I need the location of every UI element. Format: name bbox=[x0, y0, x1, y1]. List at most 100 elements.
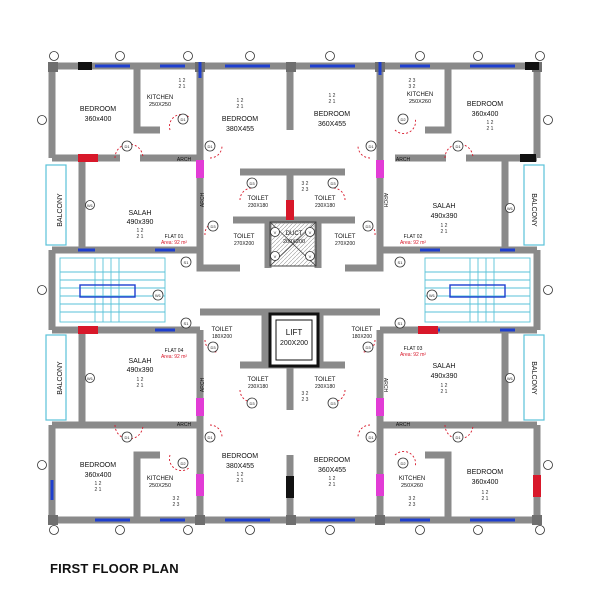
lift-label: LIFT bbox=[286, 328, 303, 337]
room-name: BEDROOM bbox=[314, 111, 350, 118]
svg-text:2 1: 2 1 bbox=[237, 104, 244, 110]
room-size: 360x400 bbox=[472, 111, 499, 118]
flat-label: FLAT 01 bbox=[165, 234, 184, 240]
svg-text:D3: D3 bbox=[365, 345, 371, 350]
room-size: 380X455 bbox=[226, 126, 254, 133]
svg-text:V: V bbox=[274, 254, 277, 259]
stairs-right bbox=[424, 257, 531, 323]
svg-text:1 2: 1 2 bbox=[95, 481, 102, 487]
duct-label: DUCT bbox=[286, 231, 303, 237]
room-name: BEDROOM bbox=[314, 457, 350, 464]
room-size: 270X200 bbox=[234, 241, 254, 247]
balcony-label: BALCONY bbox=[530, 361, 537, 395]
room-size: 180X200 bbox=[212, 334, 232, 340]
svg-text:D1: D1 bbox=[368, 435, 374, 440]
svg-text:D3: D3 bbox=[249, 401, 255, 406]
svg-text:2 1: 2 1 bbox=[329, 482, 336, 488]
svg-text:V: V bbox=[309, 230, 312, 235]
svg-text:V: V bbox=[309, 254, 312, 259]
svg-text:1 2: 1 2 bbox=[441, 223, 448, 229]
flat-label: FLAT 02 bbox=[404, 234, 423, 240]
svg-text:1 2: 1 2 bbox=[137, 377, 144, 383]
svg-text:D2: D2 bbox=[400, 461, 406, 466]
walls bbox=[48, 62, 541, 524]
arch-label: ARCH bbox=[200, 378, 206, 393]
svg-text:1 2: 1 2 bbox=[237, 472, 244, 478]
arch-label: ARCH bbox=[177, 422, 192, 428]
svg-text:1 2: 1 2 bbox=[237, 98, 244, 104]
svg-text:D3: D3 bbox=[249, 181, 255, 186]
room-size: 360x400 bbox=[85, 116, 112, 123]
room-size: 490x390 bbox=[127, 219, 154, 226]
svg-text:W1: W1 bbox=[507, 206, 514, 211]
room-name: BEDROOM bbox=[222, 453, 258, 460]
svg-text:D3: D3 bbox=[365, 224, 371, 229]
room-size: 180X200 bbox=[352, 334, 372, 340]
svg-text:1 2: 1 2 bbox=[487, 120, 494, 126]
svg-text:D1: D1 bbox=[455, 144, 461, 149]
svg-text:W1: W1 bbox=[429, 293, 436, 298]
svg-text:2 1: 2 1 bbox=[441, 229, 448, 235]
svg-text:1 2: 1 2 bbox=[179, 78, 186, 84]
svg-text:D3: D3 bbox=[330, 401, 336, 406]
svg-text:2 1: 2 1 bbox=[137, 234, 144, 240]
svg-text:3 2: 3 2 bbox=[409, 84, 416, 90]
svg-text:D3: D3 bbox=[210, 224, 216, 229]
svg-text:2 1: 2 1 bbox=[137, 383, 144, 389]
room-size: 230X180 bbox=[248, 203, 268, 209]
arch-label: ARCH bbox=[200, 193, 206, 208]
svg-text:W1: W1 bbox=[87, 203, 94, 208]
svg-text:D2: D2 bbox=[400, 117, 406, 122]
room-name: KITCHEN bbox=[147, 476, 173, 482]
flat-label: FLAT 03 bbox=[404, 346, 423, 352]
svg-text:D3: D3 bbox=[330, 181, 336, 186]
room-size: 380X455 bbox=[226, 463, 254, 470]
svg-text:D2: D2 bbox=[180, 461, 186, 466]
room-name: KITCHEN bbox=[147, 95, 173, 101]
svg-text:D1: D1 bbox=[368, 144, 374, 149]
black-markers bbox=[78, 62, 539, 498]
room-name: KITCHEN bbox=[407, 92, 433, 98]
svg-text:D1: D1 bbox=[124, 435, 130, 440]
room-labels: BEDROOM 360x400 KITCHEN 250X250 BEDROOM … bbox=[80, 92, 503, 489]
svg-text:2 1: 2 1 bbox=[441, 389, 448, 395]
room-name: TOILET bbox=[212, 327, 233, 333]
svg-text:S1: S1 bbox=[398, 260, 404, 265]
balcony-label: BALCONY bbox=[57, 193, 64, 227]
room-size: 250X250 bbox=[149, 102, 171, 108]
room-name: SALAH bbox=[129, 210, 152, 217]
svg-text:1 2: 1 2 bbox=[137, 228, 144, 234]
room-size: 490x390 bbox=[431, 213, 458, 220]
svg-text:S1: S1 bbox=[184, 321, 190, 326]
room-name: TOILET bbox=[248, 196, 269, 202]
svg-text:3 2: 3 2 bbox=[173, 496, 180, 502]
svg-text:1 2: 1 2 bbox=[329, 476, 336, 482]
arch-label: ARCH bbox=[396, 422, 411, 428]
room-size: 490x390 bbox=[431, 373, 458, 380]
room-name: TOILET bbox=[248, 377, 269, 383]
room-size: 270X200 bbox=[335, 241, 355, 247]
door-swings bbox=[114, 114, 474, 471]
room-name: SALAH bbox=[433, 363, 456, 370]
room-name: SALAH bbox=[433, 203, 456, 210]
room-name: BEDROOM bbox=[80, 462, 116, 469]
flat-area: Area: 92 m² bbox=[161, 240, 187, 246]
svg-text:3 2: 3 2 bbox=[302, 181, 309, 187]
balcony-labels: BALCONY BALCONY BALCONY BALCONY bbox=[57, 193, 537, 395]
room-size: 360X455 bbox=[318, 121, 346, 128]
room-size: 360X455 bbox=[318, 467, 346, 474]
flat-area: Area: 92 m² bbox=[400, 352, 426, 358]
room-name: BEDROOM bbox=[222, 116, 258, 123]
arch-labels: ARCH ARCH ARCH ARCH ARCH ARCH ARCH ARCH bbox=[177, 157, 411, 428]
svg-text:S1: S1 bbox=[398, 321, 404, 326]
room-size: 230X180 bbox=[248, 384, 268, 390]
flat-area: Area: 92 m² bbox=[400, 240, 426, 246]
svg-text:3 2: 3 2 bbox=[302, 391, 309, 397]
duct-size: 200X200 bbox=[283, 239, 305, 245]
svg-text:D1: D1 bbox=[207, 144, 213, 149]
magenta-doors bbox=[196, 160, 384, 496]
svg-text:3 2: 3 2 bbox=[409, 496, 416, 502]
room-size: 250X250 bbox=[149, 483, 171, 489]
svg-text:1 2: 1 2 bbox=[441, 383, 448, 389]
